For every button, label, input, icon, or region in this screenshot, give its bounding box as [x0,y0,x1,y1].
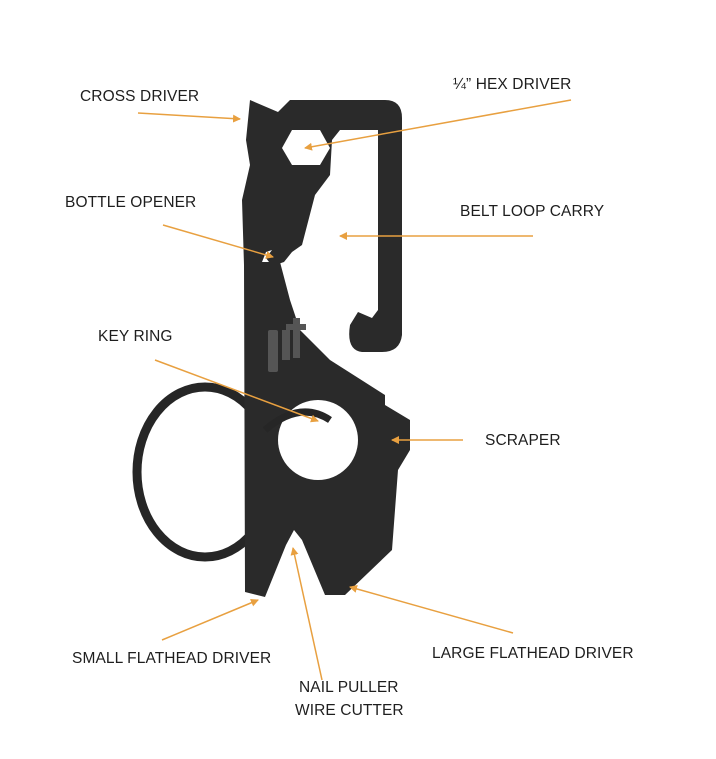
arrow-bottle-opener [162,224,274,259]
arrow-key-ring [154,359,319,423]
label-key-ring: KEY RING [98,328,173,345]
ring-front-segment [262,408,332,433]
label-cross-driver: CROSS DRIVER [80,88,200,105]
label-small-flathead-driver: SMALL FLATHEAD DRIVER [72,650,272,667]
label-hex-driver: ¼” HEX DRIVER [453,76,572,93]
arrow-cross-driver [137,112,241,123]
label-nail-puller: NAIL PULLER [299,679,399,696]
label-belt-loop-carry: BELT LOOP CARRY [460,203,605,220]
label-bottle-opener: BOTTLE OPENER [65,194,197,211]
arrow-large-flathead [349,585,514,634]
label-wire-cutter: WIRE CUTTER [295,702,404,719]
arrow-small-flathead [161,599,259,641]
label-scraper: SCRAPER [485,432,561,449]
brand-logo [268,318,306,372]
multitool-body [242,100,410,597]
arrow-nail-puller [290,547,323,681]
arrow-hex-driver [304,99,572,151]
label-large-flathead-driver: LARGE FLATHEAD DRIVER [432,645,634,662]
key-ring-hole [278,400,358,480]
